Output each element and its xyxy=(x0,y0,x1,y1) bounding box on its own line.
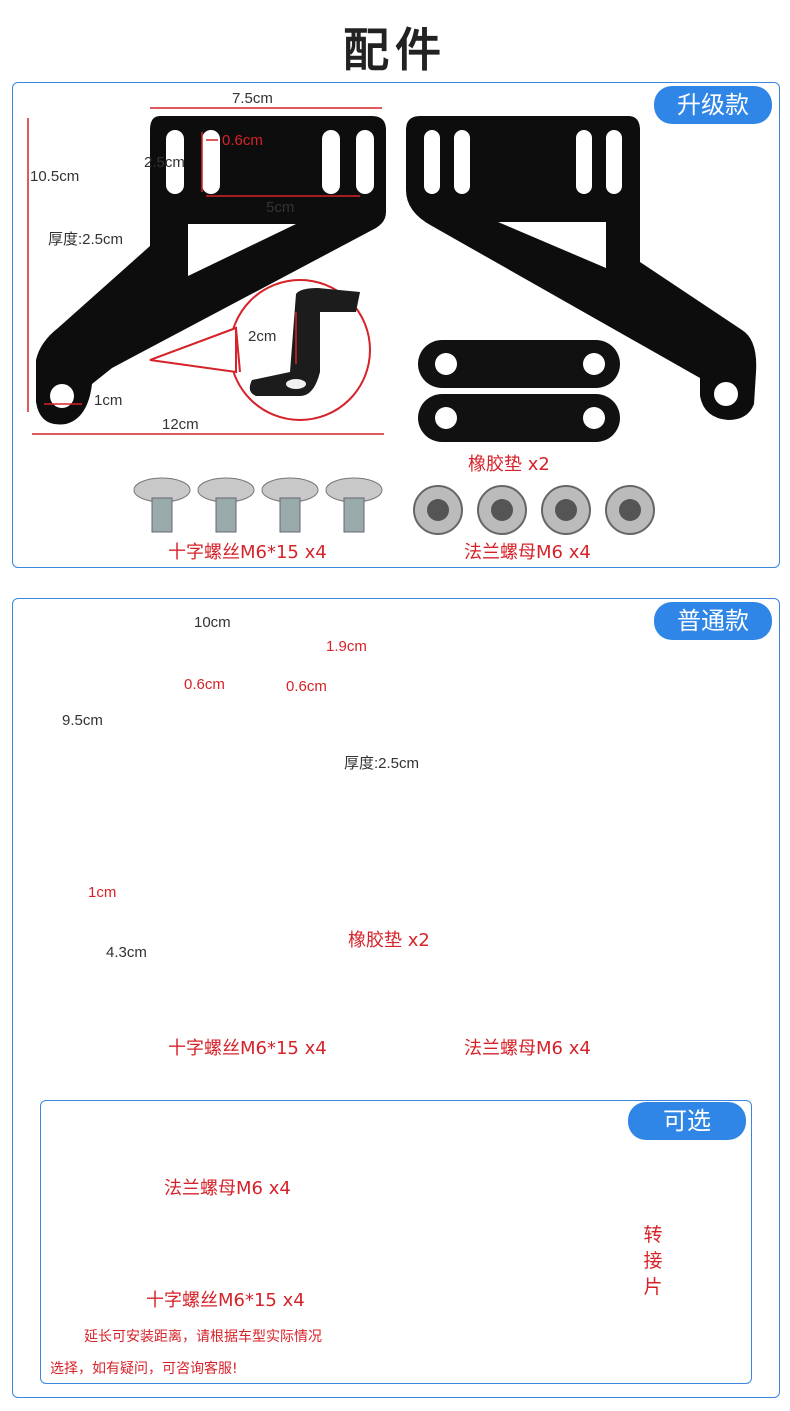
optional-badge: 可选 xyxy=(628,1102,746,1140)
upgrade-nuts-label: 法兰螺母M6 x4 xyxy=(464,542,591,563)
standard-rubber-label: 橡胶垫 x2 xyxy=(348,930,430,951)
standard-screws-label: 十字螺丝M6*15 x4 xyxy=(168,1038,327,1059)
upgrade-dim-slot-span: 5cm xyxy=(266,199,295,216)
standard-dim-foot: 4.3cm xyxy=(106,944,147,961)
standard-badge: 普通款 xyxy=(654,602,772,640)
upgrade-dim-slot-height: 2.5cm xyxy=(144,154,185,171)
upgrade-dim-width-total: 12cm xyxy=(162,416,199,433)
standard-nuts-label: 法兰螺母M6 x4 xyxy=(464,1038,591,1059)
optional-screws-label: 十字螺丝M6*15 x4 xyxy=(146,1290,305,1311)
standard-dim-hole: 1cm xyxy=(88,884,117,901)
upgrade-dim-width-top: 7.5cm xyxy=(232,90,273,107)
upgrade-dim-bend: 2cm xyxy=(248,328,277,345)
upgrade-nuts xyxy=(413,485,655,535)
upgrade-rubber-pads xyxy=(418,340,620,442)
upgrade-dim-slot-width: 0.6cm xyxy=(222,132,263,149)
standard-dim-slot-length: 1.9cm xyxy=(326,638,367,655)
optional-note-line2: 选择，如有疑问，可咨询客服! xyxy=(50,1361,238,1377)
optional-panel xyxy=(40,1100,752,1384)
optional-adapter-label: 转接片 xyxy=(643,1224,663,1298)
upgrade-bracket-left xyxy=(36,116,386,425)
upgrade-screws-label: 十字螺丝M6*15 x4 xyxy=(168,542,327,563)
upgrade-dim-hole: 1cm xyxy=(94,392,123,409)
upgrade-screws xyxy=(133,477,383,533)
upgrade-badge: 升级款 xyxy=(654,86,772,124)
standard-dim-hole-a: 0.6cm xyxy=(184,676,225,693)
upgrade-bracket-right xyxy=(406,116,757,420)
standard-dim-width-top: 10cm xyxy=(194,614,231,631)
standard-dim-height: 9.5cm xyxy=(62,712,103,729)
standard-dim-hole-b: 0.6cm xyxy=(286,678,327,695)
page-title: 配件 xyxy=(343,23,447,77)
upgrade-dim-thickness: 厚度:2.5cm xyxy=(48,231,124,248)
upgrade-dim-height: 10.5cm xyxy=(30,168,80,185)
standard-dim-thickness: 厚度:2.5cm xyxy=(344,755,420,772)
upgrade-rubber-label: 橡胶垫 x2 xyxy=(468,454,550,475)
optional-nuts-label: 法兰螺母M6 x4 xyxy=(164,1178,291,1199)
optional-note-line1: 延长可安装距离，请根据车型实际情况 xyxy=(84,1329,322,1345)
